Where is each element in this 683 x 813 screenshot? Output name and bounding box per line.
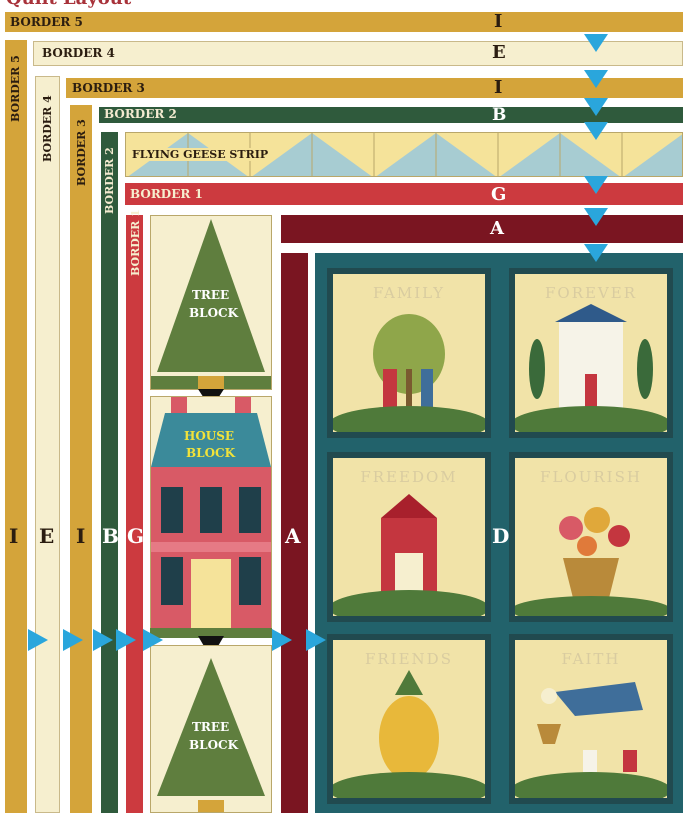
arrow-right-3: [93, 629, 113, 651]
arrow-down-1: [584, 34, 608, 52]
arrow-down-5: [584, 176, 608, 194]
border-5-label: BORDER 5: [10, 15, 83, 29]
panel-friends: FRIENDS: [327, 634, 491, 804]
arrow-right-7: [306, 629, 326, 651]
border-5-side: [5, 40, 27, 813]
arrow-down-3: [584, 98, 608, 116]
arrow-right-5: [143, 629, 163, 651]
border-3-side: [70, 105, 92, 813]
border-4-fabric: E: [492, 42, 506, 63]
quilt-layout-title: Quilt Layout: [6, 0, 131, 9]
border-2-side-fabric: B: [102, 524, 119, 548]
arrow-right-1: [28, 629, 48, 651]
panel-forever: FOREVER: [509, 268, 673, 438]
flying-geese-label: FLYING GEESE STRIP: [130, 148, 270, 161]
border-5-side-label: BORDER 5: [9, 55, 22, 122]
tree-block-bottom-label-2: BLOCK: [189, 738, 238, 752]
border-2-side: [101, 132, 118, 813]
arrow-right-4: [116, 629, 136, 651]
panel-faith: FAITH: [509, 634, 673, 804]
border-3-side-label: BORDER 3: [75, 119, 88, 186]
sashing-a-side-fabric: A: [285, 524, 301, 548]
tree-block-top-label-1: TREE: [192, 288, 229, 302]
border-2-label: BORDER 2: [104, 107, 177, 121]
border-3-label: BORDER 3: [72, 81, 145, 95]
arrow-right-6: [272, 629, 292, 651]
border-1-label: BORDER 1: [130, 187, 203, 201]
border-4-side-fabric: E: [39, 524, 54, 548]
border-1-fabric: G: [491, 184, 506, 205]
house-block-label-1: HOUSE: [184, 429, 234, 443]
panel-family: FAMILY: [327, 268, 491, 438]
border-5-fabric: I: [494, 11, 502, 32]
sashing-a-fabric: A: [490, 218, 504, 239]
border-2-fabric: B: [492, 105, 506, 125]
arrow-down-4: [584, 122, 608, 140]
tree-block-bottom-label-1: TREE: [192, 720, 229, 734]
arrow-down-2: [584, 70, 608, 88]
border-1-side-label: BORDER 1: [129, 209, 142, 276]
border-5-side-fabric: I: [9, 524, 18, 548]
tree-block-top: [150, 215, 272, 390]
arrow-down-6: [584, 208, 608, 226]
border-2-side-label: BORDER 2: [103, 147, 116, 214]
border-3-side-fabric: I: [76, 524, 85, 548]
border-5-top: [5, 12, 683, 32]
sashing-a-top: [281, 215, 683, 243]
border-3-fabric: I: [494, 77, 502, 98]
arrow-right-2: [63, 629, 83, 651]
house-block-label-2: BLOCK: [186, 446, 235, 460]
border-1-side: [126, 215, 143, 813]
panel-freedom: FREEDOM: [327, 452, 491, 622]
tree-block-top-label-2: BLOCK: [189, 306, 238, 320]
center-fabric: D: [492, 524, 509, 548]
border-4-side-label: BORDER 4: [41, 95, 54, 162]
border-1-side-fabric: G: [127, 524, 144, 548]
border-4-side: [35, 76, 60, 813]
panel-flourish: FLOURISH: [509, 452, 673, 622]
border-4-label: BORDER 4: [42, 46, 115, 60]
arrow-down-7: [584, 244, 608, 262]
